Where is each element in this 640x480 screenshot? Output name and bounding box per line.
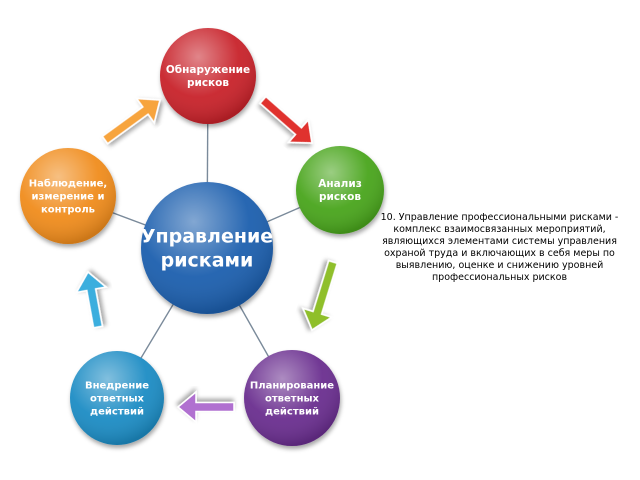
- arrow-plan-to-implement: [176, 390, 235, 424]
- node-implement-label-line-3: действий: [90, 407, 144, 418]
- node-analysis-label-line-2: рисков: [319, 191, 361, 203]
- node-observe: Наблюдение, измерение и контроль: [20, 148, 116, 244]
- center-label-line-2: рисками: [161, 250, 254, 272]
- node-detect-label-line-1: Обнаружение: [166, 64, 250, 76]
- node-implement: Внедрение ответных действий: [70, 351, 164, 445]
- arrow-implement-to-observe: [75, 270, 108, 329]
- arrow-detect-to-analysis: [258, 95, 313, 144]
- arrow-analysis-to-plan: [301, 259, 339, 332]
- node-implement-label-line-1: Внедрение: [85, 381, 149, 392]
- center-label-line-1: Управление: [141, 226, 273, 248]
- node-plan-label-line-3: действий: [265, 407, 319, 418]
- node-implement-label-line-2: ответных: [90, 394, 145, 405]
- node-plan-label-line-2: ответных: [265, 394, 320, 405]
- definition-caption: 10. Управление профессиональными рисками…: [380, 212, 619, 283]
- node-observe-label-line-3: контроль: [41, 205, 95, 216]
- arrow-observe-to-detect: [101, 97, 161, 145]
- node-observe-label-line-2: измерение и: [32, 192, 105, 203]
- node-analysis-label-line-1: Анализ: [318, 178, 362, 190]
- node-detect-label-line-2: рисков: [187, 77, 229, 89]
- node-plan: Планирование ответных действий: [244, 350, 340, 446]
- node-plan-label-line-1: Планирование: [250, 381, 334, 392]
- node-observe-label-line-1: Наблюдение,: [29, 178, 108, 190]
